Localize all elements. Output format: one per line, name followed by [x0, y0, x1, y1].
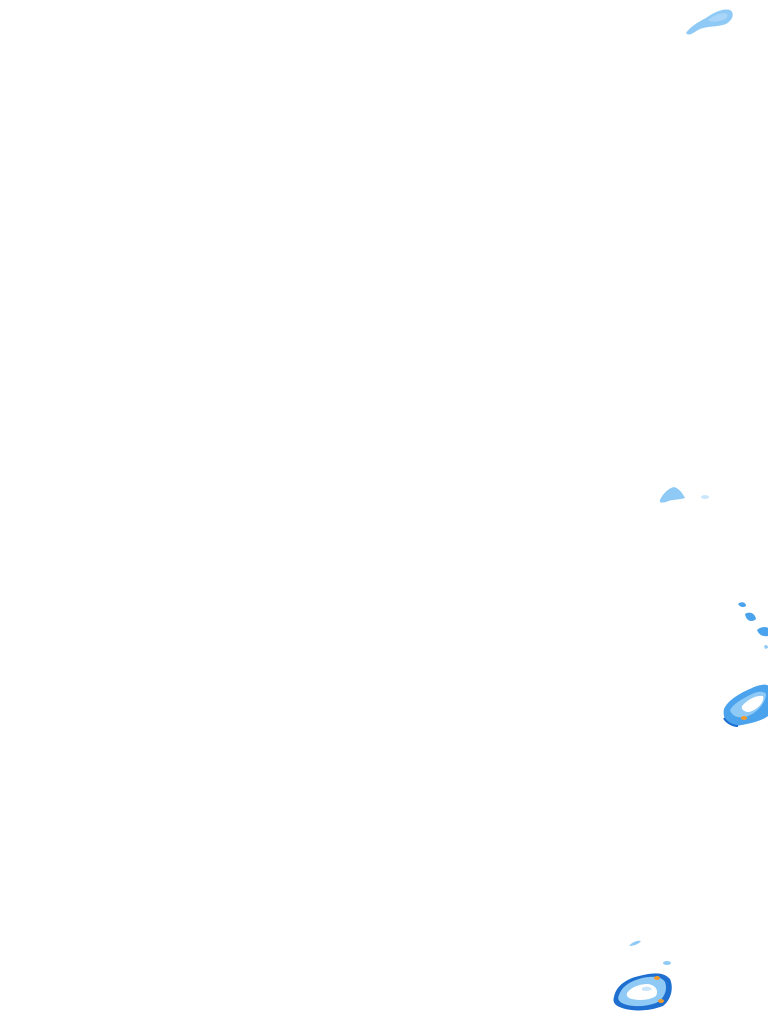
echo-cell-east-fragments: [738, 602, 768, 649]
echo-cell-east-storm: [723, 684, 768, 727]
echo-cell-mid-east: [659, 487, 685, 503]
echo-cell-east-small: [701, 495, 709, 499]
echo-cell-north-east: [686, 9, 733, 35]
echo-cell-south-east-storm: [613, 940, 672, 1011]
